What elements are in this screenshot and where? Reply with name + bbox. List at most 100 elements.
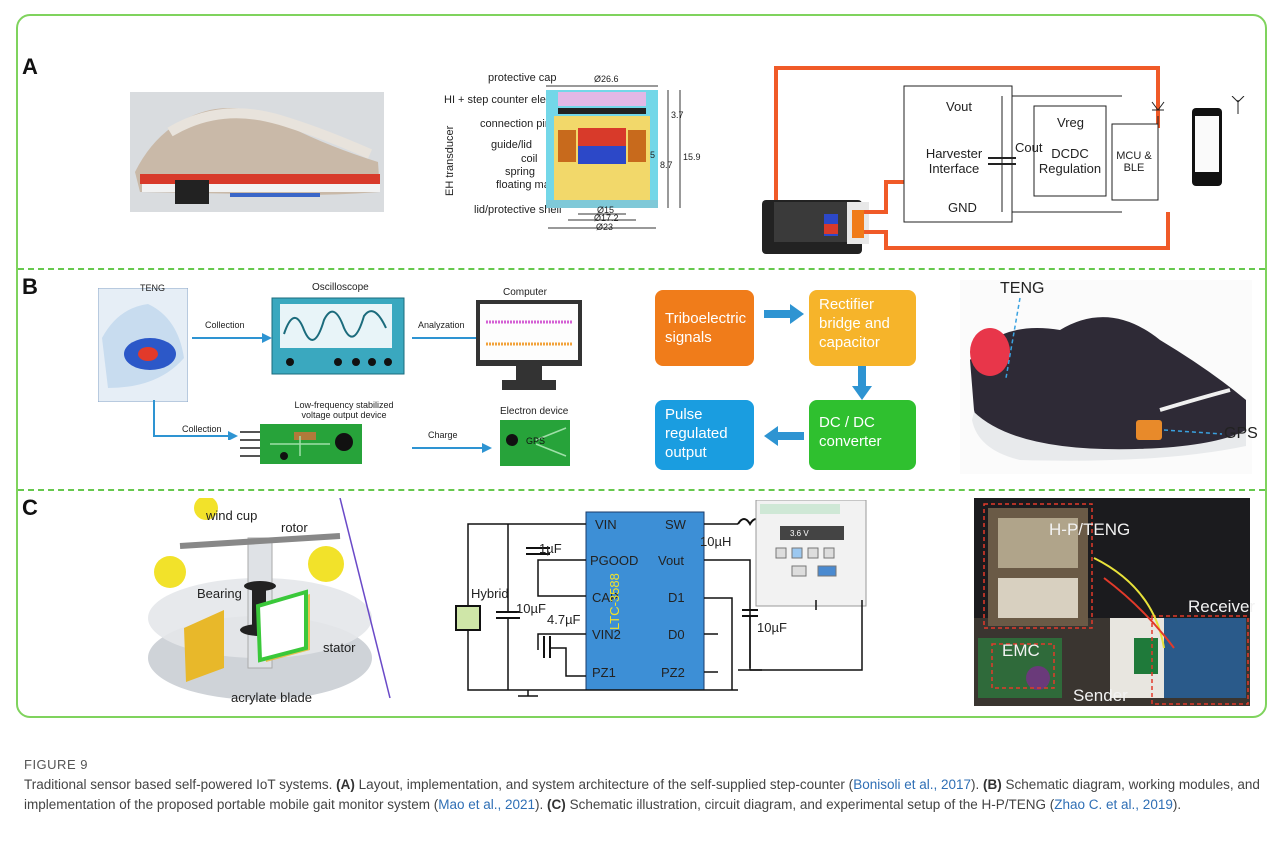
- dcdc-converter-box: DC / DC converter: [809, 400, 916, 470]
- chip-ltc3588: LTC-3588: [607, 573, 622, 630]
- pin-d1: D1: [668, 590, 685, 605]
- wind-harvester-illustration: [148, 498, 391, 700]
- oscilloscope-graphic: [271, 297, 405, 375]
- panel-divider-ab: [18, 268, 1265, 270]
- panel-letter-b: B: [22, 274, 38, 299]
- pin-pz2: PZ2: [661, 665, 685, 680]
- label-coil: coil: [521, 153, 538, 165]
- photo-label-sender: Sender: [1073, 686, 1128, 705]
- pin-vout-c: Vout: [658, 553, 685, 568]
- gps-photo-label: GPS: [1224, 425, 1258, 442]
- figure-caption: Traditional sensor based self-powered Io…: [24, 775, 1264, 815]
- pin-vout: Vout: [946, 99, 973, 114]
- teng-small-label: TENG: [140, 283, 166, 293]
- dim-26: Ø26.6: [594, 74, 619, 84]
- caption-b-tag: (B): [983, 777, 1002, 792]
- cap-10uf-b: 10µF: [757, 620, 787, 635]
- photo-label-receiver: Receiver: [1188, 597, 1256, 616]
- arrow-charge: [412, 443, 492, 453]
- caption-b-close: ).: [535, 797, 548, 812]
- panel-letter-c: C: [22, 495, 38, 520]
- dim-37: 3.7: [671, 110, 684, 120]
- dim-172: Ø17.2: [594, 213, 619, 223]
- photo-label-emc: EMC: [1002, 641, 1040, 660]
- transducer-cross-section: [546, 85, 681, 229]
- pin-vin2: VIN2: [592, 627, 621, 642]
- caption-a-ref[interactable]: Bonisoli et al., 2017: [853, 777, 972, 792]
- harvester-interface: Harvester Interface: [925, 146, 983, 176]
- figure-label: FIGURE 9: [24, 757, 88, 772]
- figure-frame: [16, 14, 1267, 718]
- label-rotor: rotor: [281, 520, 308, 535]
- cap-cout: Cout: [1015, 140, 1043, 155]
- pin-gnd: GND: [948, 200, 977, 215]
- rectifier-bridge-box: Rectifier bridge and capacitor: [809, 290, 916, 366]
- hybrid-source: Hybrid: [471, 586, 509, 601]
- pin-pgood: PGOOD: [590, 553, 639, 568]
- smartphone-icon: [1192, 96, 1245, 186]
- meter-readout: 3.6 V: [790, 529, 809, 538]
- harvester-box: [175, 180, 209, 204]
- label-connection: connection pin: [480, 118, 551, 130]
- caption-b-text: Schematic diagram, working modules, and …: [24, 777, 1260, 812]
- dim-23: Ø23: [596, 222, 614, 232]
- pin-cap: CAP: [592, 590, 619, 605]
- panel-letter-a: A: [22, 54, 38, 79]
- caption-a-text: Layout, implementation, and system archi…: [358, 777, 854, 792]
- oscilloscope-title: Oscilloscope: [312, 282, 369, 293]
- caption-a-tag: (A): [336, 777, 355, 792]
- inductor-10uh: 10µH: [700, 534, 732, 549]
- label-stator: stator: [323, 640, 356, 655]
- cap-10uf-a: 10µF: [516, 601, 546, 616]
- label-bearing: Bearing: [197, 586, 242, 601]
- cap-47uf: 4.7µF: [547, 612, 581, 627]
- pin-d0: D0: [668, 627, 685, 642]
- caption-a-close: ).: [971, 777, 984, 792]
- pin-vreg: Vreg: [1057, 115, 1084, 130]
- low-frequency-label: Low-frequency stabilized voltage output …: [294, 400, 394, 420]
- experimental-setup-photo: [974, 498, 1250, 706]
- electron-device-board: [500, 420, 570, 466]
- caption-title: Traditional sensor based self-powered Io…: [24, 777, 333, 792]
- label-eh-transducer: EH transducer: [444, 125, 456, 196]
- pin-sw: SW: [665, 517, 686, 532]
- label-lid: lid/protective shell: [474, 204, 562, 216]
- caption-b-ref[interactable]: Mao et al., 2021: [438, 797, 536, 812]
- label-spring: spring: [505, 166, 535, 178]
- voltage-output-board: [240, 424, 362, 464]
- label-guide: guide/lid: [491, 139, 532, 151]
- caption-c-text: Schematic illustration, circuit diagram,…: [569, 797, 1055, 812]
- computer-monitor-graphic: [476, 300, 582, 390]
- ltc-circuit-diagram: [455, 500, 867, 697]
- label-protective: protective cap: [488, 72, 557, 84]
- arrow-collection-2: [153, 400, 238, 440]
- dim-15: Ø15: [597, 205, 615, 215]
- arrow-collection-1: [192, 333, 272, 343]
- flow-arrow-down: [852, 366, 872, 400]
- computer-title: Computer: [503, 287, 547, 298]
- panel-divider-bc: [18, 489, 1265, 491]
- flow-arrow-left: [764, 426, 804, 446]
- photo-label-hp-teng: H-P/TENG: [1049, 520, 1131, 539]
- flow-arrow-right: [764, 304, 804, 324]
- label-charge: Charge: [428, 430, 458, 440]
- dcdc-regulation: DCDC Regulation: [1038, 146, 1102, 176]
- dim-159: 15.9: [683, 152, 701, 162]
- mcu-ble: MCU & BLE: [1116, 150, 1152, 174]
- electron-device-label: Electron device: [500, 406, 569, 417]
- caption-c-ref[interactable]: Zhao C. et al., 2019: [1054, 797, 1173, 812]
- triboelectric-signals-box: Triboelectric signals: [655, 290, 754, 366]
- gps-small-label: GPS: [526, 436, 546, 446]
- label-analyzation: Analyzation: [418, 320, 465, 330]
- dim-87: 8.7: [660, 160, 673, 170]
- label-acrylate: acrylate blade: [231, 690, 312, 705]
- pulse-output-box: Pulse regulated output: [655, 400, 754, 470]
- pin-pz1: PZ1: [592, 665, 616, 680]
- teng-insole-illustration: [98, 288, 188, 402]
- teng-photo-label: TENG: [1000, 280, 1045, 297]
- cap-1uf: 1µF: [539, 541, 562, 556]
- label-collection-1: Collection: [205, 320, 245, 330]
- running-shoe-photo: [960, 280, 1252, 474]
- label-collection-2: Collection: [182, 424, 222, 434]
- shoe-photo: [130, 92, 384, 212]
